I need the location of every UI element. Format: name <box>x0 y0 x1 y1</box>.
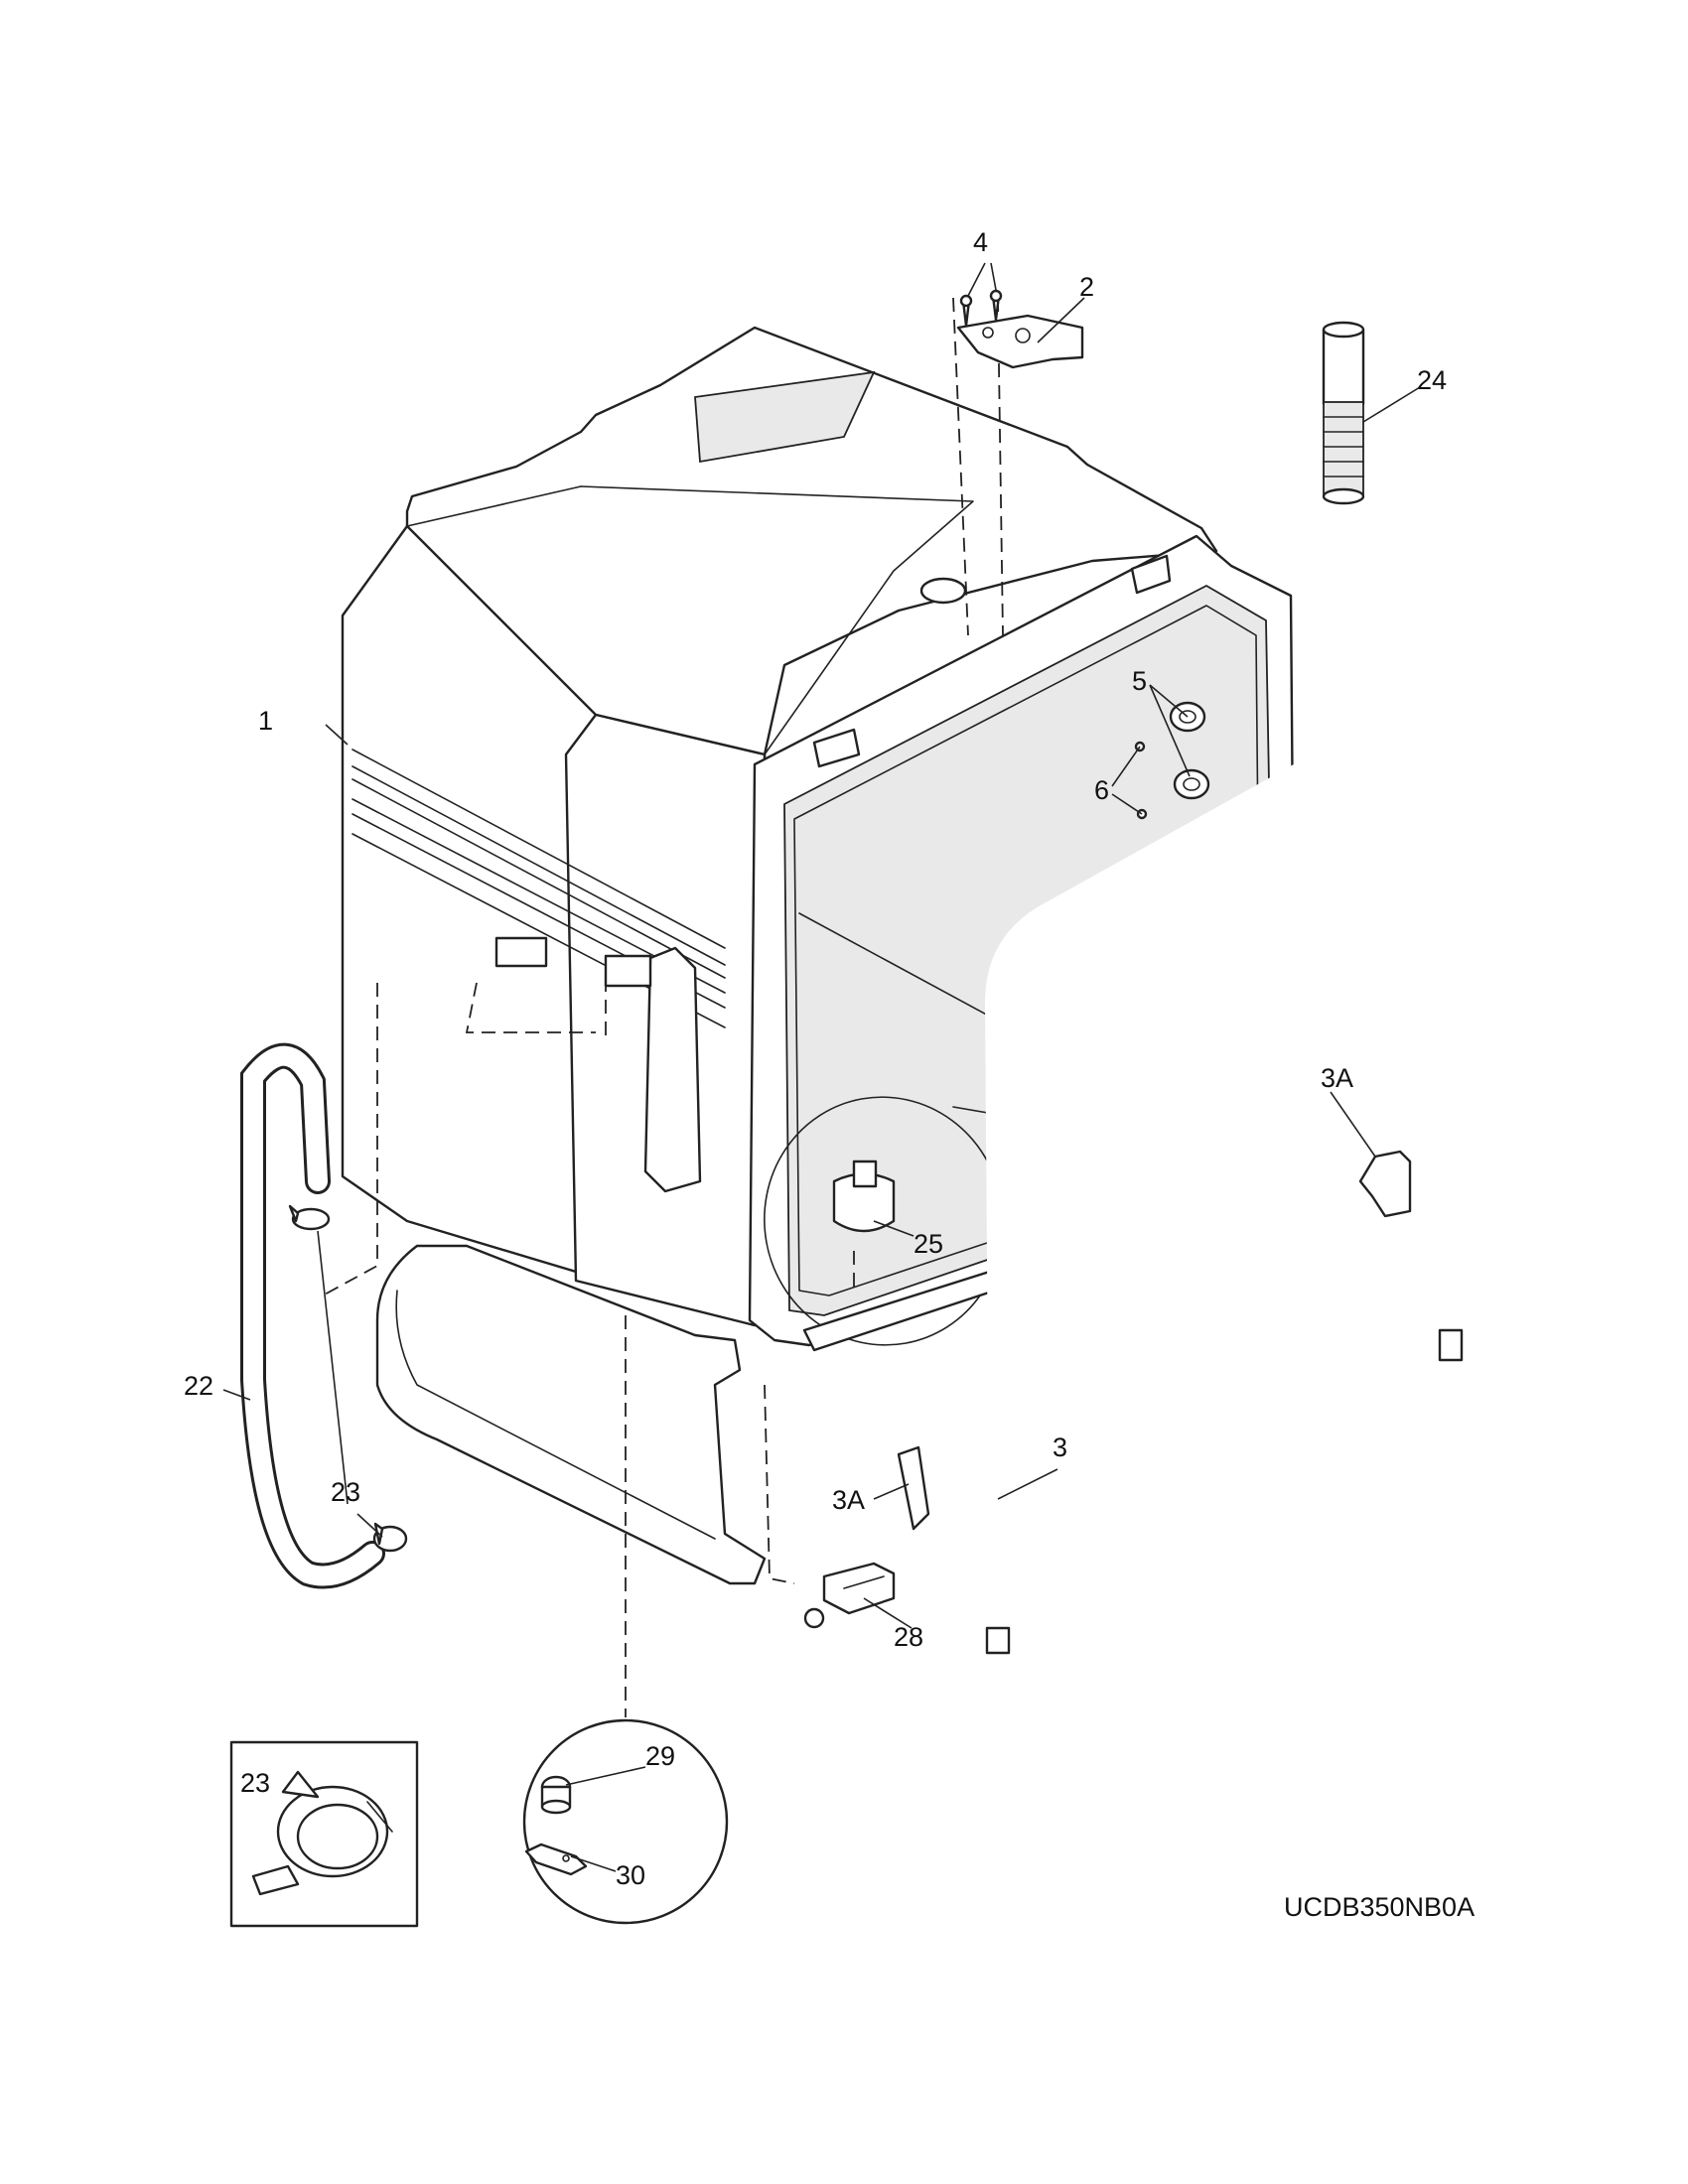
callout-3: 3 <box>1053 1433 1067 1462</box>
callout-4: 4 <box>973 227 988 257</box>
callout-23-hose: 23 <box>331 1477 360 1507</box>
callout-25: 25 <box>914 1229 943 1259</box>
hinge-bracket-icon <box>956 314 1084 369</box>
callout-24: 24 <box>1417 365 1447 395</box>
drain-hose-icon <box>240 1042 385 1589</box>
clamp-detail-inset <box>229 1740 419 1928</box>
callout-5: 5 <box>1132 666 1147 696</box>
hose-clamp-icon <box>288 1204 408 1553</box>
callout-1: 1 <box>258 706 273 736</box>
callout-22: 22 <box>184 1371 213 1401</box>
float-detail-inset <box>522 1718 729 1925</box>
float-switch-icon <box>803 1562 896 1629</box>
callout-3a-lower: 3A <box>832 1485 865 1515</box>
callout-3a-upper: 3A <box>1321 1063 1353 1093</box>
callout-6: 6 <box>1094 775 1109 805</box>
callout-30: 30 <box>616 1860 645 1890</box>
callout-29: 29 <box>645 1741 675 1771</box>
callout-2: 2 <box>1079 272 1094 302</box>
callout-28: 28 <box>894 1622 923 1652</box>
callout-23-inset: 23 <box>240 1768 270 1798</box>
model-code: UCDB350NB0A <box>1284 1892 1475 1922</box>
fill-pipe-icon <box>1322 321 1365 505</box>
door-gasket-icon <box>984 704 1464 1655</box>
dishwasher-tub-icon <box>341 326 1298 1585</box>
gasket-clip-icon <box>897 1150 1412 1531</box>
screw-icon <box>959 289 1003 328</box>
